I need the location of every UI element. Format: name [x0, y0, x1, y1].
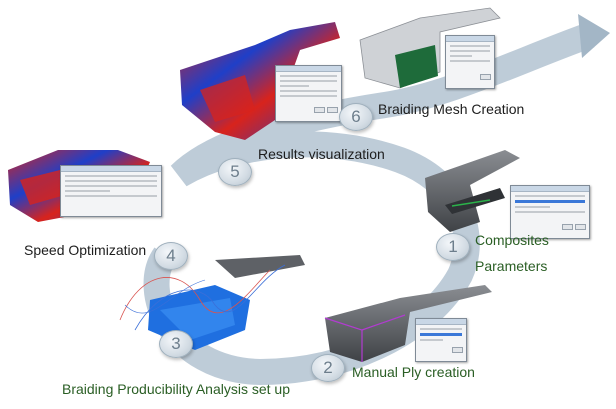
- step-1-label-line-2: Parameters: [475, 258, 548, 274]
- step-1-circle: 1: [436, 233, 470, 261]
- step-6-circle: 6: [339, 103, 373, 131]
- step-2-circle: 2: [311, 354, 345, 382]
- step-4-label: Speed Optimization: [24, 242, 147, 258]
- results-visualization-dialog: [275, 65, 342, 122]
- braiding-mesh-dialog: [445, 35, 495, 89]
- step-1-label-line-1: Composites: [475, 232, 549, 248]
- arrow-head: [578, 14, 610, 58]
- step-4-circle: 4: [154, 242, 188, 270]
- step-2-label: Manual Ply creation: [352, 364, 475, 380]
- manual-ply-model-image: [324, 285, 492, 362]
- composites-model-image: [425, 150, 520, 232]
- arrow-outer-ring: [143, 22, 595, 386]
- step-5-label: Results visualization: [258, 146, 385, 162]
- speed-optimization-dialog: [60, 165, 162, 217]
- step-6-label: Braiding Mesh Creation: [378, 101, 525, 117]
- braiding-mesh-image: [359, 7, 501, 89]
- composites-parameters-dialog: [510, 185, 590, 239]
- step-3-circle: 3: [159, 330, 193, 358]
- manual-ply-dialog: [415, 318, 467, 362]
- step-3-label: Braiding Producibility Analysis set up: [62, 381, 291, 397]
- step-5-circle: 5: [218, 158, 252, 186]
- results-visualization-image: [180, 22, 340, 140]
